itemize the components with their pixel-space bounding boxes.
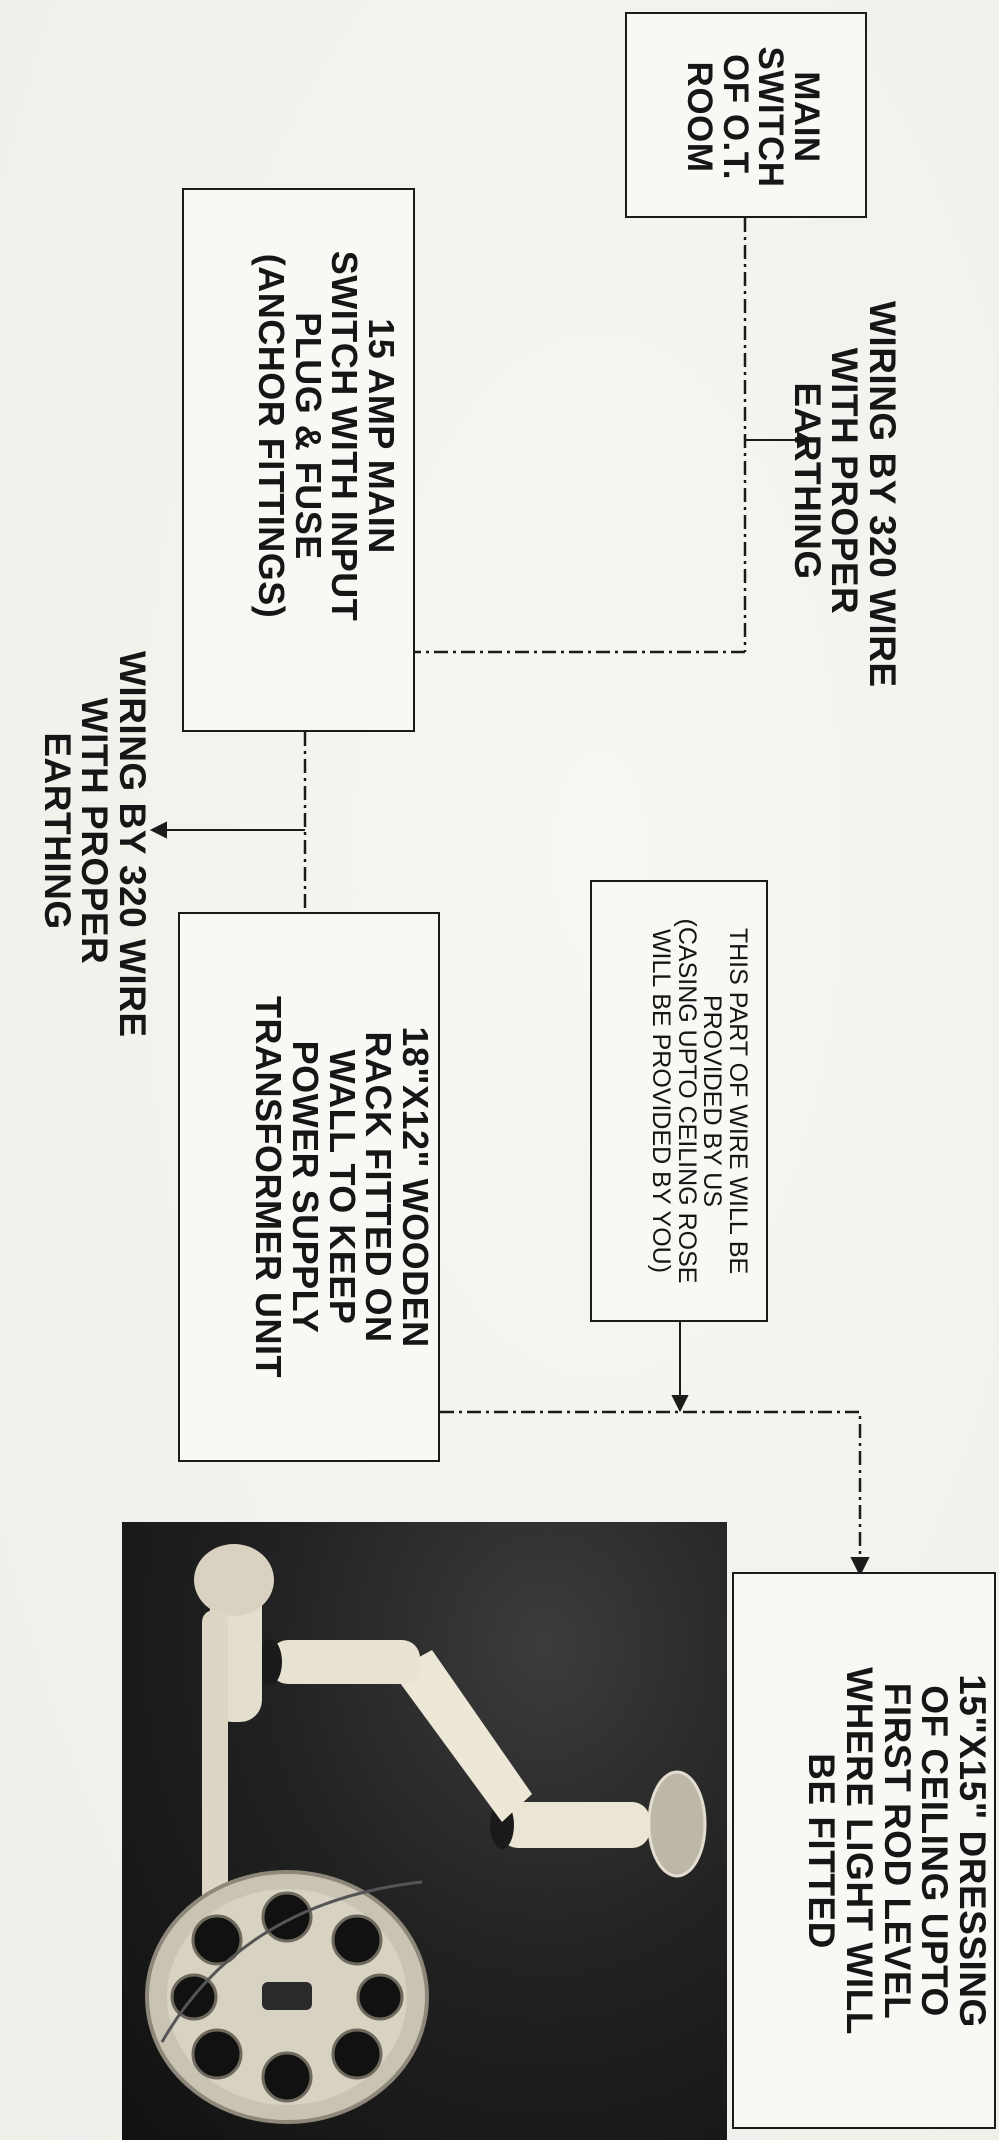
lamp-cable: [160, 1880, 423, 2043]
wiring-left-line: WITH PROPER: [74, 697, 116, 965]
wiring-left-line: EARTHING: [36, 732, 78, 930]
main-switch-line: ROOM: [679, 61, 719, 173]
arm-joint: [258, 1639, 282, 1685]
wire-note-line: (CASING UPTO CEILING ROSE: [673, 918, 701, 1284]
amp-switch-line: (ANCHOR FITTINGS): [250, 253, 292, 619]
arm-horizontal: [270, 1640, 420, 1684]
wooden-rack-line: TRANSFORMER UNIT: [248, 996, 290, 1378]
arrow-head-note: [671, 1395, 689, 1413]
pivot-top: [194, 1544, 274, 1616]
wooden-rack-line: POWER SUPPLY: [284, 1040, 326, 1334]
wire-note-line: THIS PART OF WIRE WILL BE: [724, 927, 752, 1275]
wooden-rack-line: RACK FITTED ON: [358, 1031, 400, 1343]
wooden-rack-text: 18"X12" WOODEN RACK FITTED ON WALL TO KE…: [183, 912, 436, 1462]
wire-note-box: THIS PART OF WIRE WILL BE PROVIDED BY US…: [590, 880, 768, 1322]
stem: [500, 1802, 650, 1848]
wooden-rack-line: 18"X12" WOODEN: [395, 1026, 436, 1348]
wiring-top-line: WITH PROPER: [824, 347, 866, 615]
amp-switch-line: PLUG & FUSE: [287, 312, 329, 560]
ceiling-line: FIRST ROD LEVEL: [876, 1682, 918, 2020]
amp-switch-line: SWITCH WITH INPUT: [324, 250, 366, 622]
main-switch-text: MAIN SWITCH OF O.T. ROOM: [672, 0, 826, 243]
wiring-label-left: WIRING BY 320 WIRE WITH PROPER EARTHING: [0, 651, 153, 1038]
ceiling-line: BE FITTED: [801, 1753, 843, 1949]
arrow-head-wiring-top: [797, 431, 815, 449]
lamp-bulbs: [170, 1891, 404, 2103]
amp-switch-line: 15 AMP MAIN: [361, 318, 402, 554]
ceiling-text: 15"X15" DRESSING OF CEILING UPTO FIRST R…: [737, 1573, 993, 2129]
lamp-handle: [262, 1982, 312, 2010]
wire-note-line: WILL BE PROVIDED BY YOU): [647, 928, 676, 1274]
ceiling-line: 15"X15" DRESSING: [952, 1674, 993, 2028]
wire-rack-to-ceiling: [440, 1410, 862, 1560]
wire-note-line: PROVIDED BY US: [698, 994, 727, 1208]
wiring-label-top: WIRING BY 320 WIRE WITH PROPER EARTHING: [749, 301, 903, 688]
arm-upper: [392, 1650, 532, 1822]
main-switch-line: SWITCH: [751, 46, 791, 188]
ceiling-mount: [647, 1770, 707, 1878]
ceiling-line: WHERE LIGHT WILL: [838, 1667, 880, 2035]
wooden-rack-box: 18"X12" WOODEN RACK FITTED ON WALL TO KE…: [178, 912, 440, 1462]
amp-switch-text: 15 AMP MAIN SWITCH WITH INPUT PLUG & FUS…: [199, 186, 402, 686]
ceiling-box: 15"X15" DRESSING OF CEILING UPTO FIRST R…: [732, 1572, 996, 2129]
wiring-top-line: EARTHING: [786, 382, 828, 580]
arrow-head-wiring-left: [149, 821, 167, 839]
main-switch-line: OF O.T.: [715, 54, 755, 180]
wiring-top-line: WIRING BY 320 WIRE: [862, 301, 903, 688]
arrow-head-ceiling: [850, 1557, 870, 1577]
main-switch-line: MAIN: [787, 71, 826, 163]
ot-light-photo: [122, 1522, 727, 2140]
wiring-left-line: WIRING BY 320 WIRE: [112, 651, 153, 1038]
amp-switch-box: 15 AMP MAIN SWITCH WITH INPUT PLUG & FUS…: [182, 188, 415, 732]
wooden-rack-line: WALL TO KEEP: [321, 1049, 363, 1325]
main-switch-box: MAIN SWITCH OF O.T. ROOM: [625, 12, 867, 218]
ot-light-illustration: [145, 1544, 707, 2124]
wire-note-text: THIS PART OF WIRE WILL BE PROVIDED BY US…: [608, 884, 753, 1318]
ceiling-line: OF CEILING UPTO: [914, 1685, 956, 2017]
drop-rod: [202, 1610, 228, 1940]
